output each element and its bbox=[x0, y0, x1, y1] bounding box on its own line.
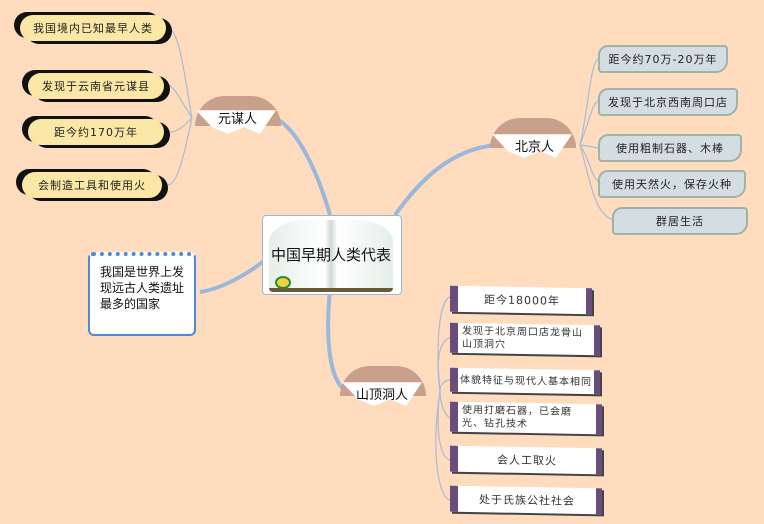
topic-beijing-label: 北京人 bbox=[515, 140, 555, 155]
beijing-item[interactable]: 发现于北京西南周口店 bbox=[598, 88, 738, 116]
central-title: 中国早期人类代表 bbox=[271, 246, 392, 264]
item-text: 使用粗制石器、木棒 bbox=[616, 142, 724, 155]
item-text: 距今约170万年 bbox=[54, 126, 138, 139]
shanding-item[interactable]: 体貌特征与现代人基本相同 bbox=[450, 367, 600, 395]
beijing-item[interactable]: 使用天然火，保存火种 bbox=[598, 170, 746, 198]
shanding-item[interactable]: 使用打磨石器，已会磨光、钻孔技术 bbox=[450, 401, 602, 435]
item-text: 发现于北京周口店龙骨山山顶洞穴 bbox=[462, 325, 583, 351]
shanding-item[interactable]: 处于氏族公社社会 bbox=[450, 485, 602, 515]
item-text: 群居生活 bbox=[656, 215, 704, 228]
shanding-item[interactable]: 会人工取火 bbox=[450, 445, 602, 475]
item-text: 我国境内已知最早人类 bbox=[33, 22, 153, 35]
yuanmou-item[interactable]: 会制造工具和使用火 bbox=[22, 172, 162, 198]
topic-yuanmou-label: 元谋人 bbox=[218, 112, 258, 127]
note-card[interactable]: 我国是世界上发现远古人类遗址最多的国家 bbox=[88, 252, 196, 336]
beijing-item[interactable]: 群居生活 bbox=[612, 207, 748, 235]
item-text: 处于氏族公社社会 bbox=[479, 492, 575, 508]
shanding-item[interactable]: 发现于北京周口店龙骨山山顶洞穴 bbox=[450, 322, 600, 356]
beijing-item[interactable]: 使用粗制石器、木棒 bbox=[598, 134, 742, 162]
note-text: 我国是世界上发现远古人类遗址最多的国家 bbox=[100, 265, 185, 311]
item-text: 发现于云南省元谋县 bbox=[42, 80, 150, 93]
yuanmou-item[interactable]: 距今约170万年 bbox=[28, 119, 164, 145]
central-topic[interactable]: 中国早期人类代表 bbox=[262, 215, 402, 295]
beijing-item[interactable]: 距今约70万-20万年 bbox=[598, 45, 728, 73]
item-text: 距今18000年 bbox=[484, 292, 560, 308]
yuanmou-item[interactable]: 我国境内已知最早人类 bbox=[20, 15, 166, 41]
item-text: 会制造工具和使用火 bbox=[38, 179, 146, 192]
item-text: 体貌特征与现代人基本相同 bbox=[460, 374, 592, 388]
item-text: 使用打磨石器，已会磨光、钻孔技术 bbox=[462, 404, 572, 431]
item-text: 距今约70万-20万年 bbox=[608, 53, 718, 66]
yuanmou-item[interactable]: 发现于云南省元谋县 bbox=[28, 73, 164, 99]
badge-icon bbox=[275, 276, 291, 289]
item-text: 会人工取火 bbox=[497, 452, 557, 468]
item-text: 使用天然火，保存火种 bbox=[612, 178, 732, 191]
shanding-item[interactable]: 距今18000年 bbox=[450, 285, 592, 315]
topic-shanding-label: 山顶洞人 bbox=[356, 388, 409, 403]
item-text: 发现于北京西南周口店 bbox=[608, 96, 728, 109]
